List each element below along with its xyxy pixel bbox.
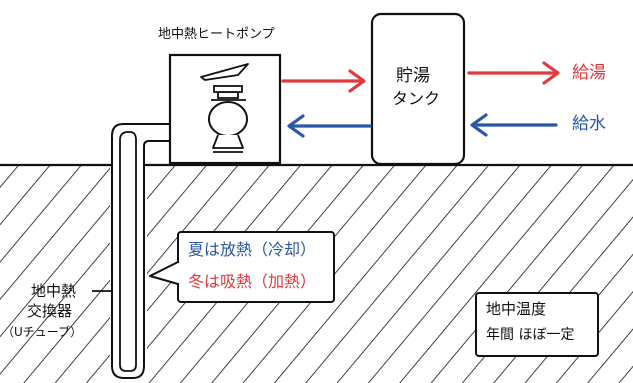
exchanger-label-line1: 地中熱 <box>31 282 77 300</box>
u-tube-outer <box>111 123 170 379</box>
return-flow-arrow <box>287 114 372 138</box>
compressor-icon <box>208 85 248 153</box>
storage-tank <box>370 12 466 166</box>
hot-water-label: 給湯 <box>572 63 606 83</box>
ground-note-line2: 年間 ほぼ一定 <box>486 327 575 343</box>
u-tube-inner <box>119 131 137 372</box>
summer-note: 夏は放熱（冷却） <box>188 240 317 259</box>
season-note-pointer <box>149 261 179 285</box>
exchanger-label-line2: 交換器 <box>27 302 73 320</box>
heat-pump-label: 地中熱ヒートポンプ <box>158 27 275 42</box>
exchanger-label-line3: （Uチューブ） <box>2 325 83 339</box>
tank-label-line1: 貯湯 <box>396 66 430 86</box>
hot-water-arrow <box>467 61 560 85</box>
hot-flow-arrow <box>281 69 366 93</box>
tank-label-line2: タンク <box>392 89 441 108</box>
fan-icon <box>200 63 249 81</box>
water-supply-label: 給水 <box>572 114 606 134</box>
water-supply-arrow <box>470 113 558 137</box>
winter-note: 冬は吸熱（加熱） <box>188 272 317 291</box>
ground-note-box <box>475 292 599 357</box>
ground-note-line1: 地中温度 <box>486 300 547 318</box>
